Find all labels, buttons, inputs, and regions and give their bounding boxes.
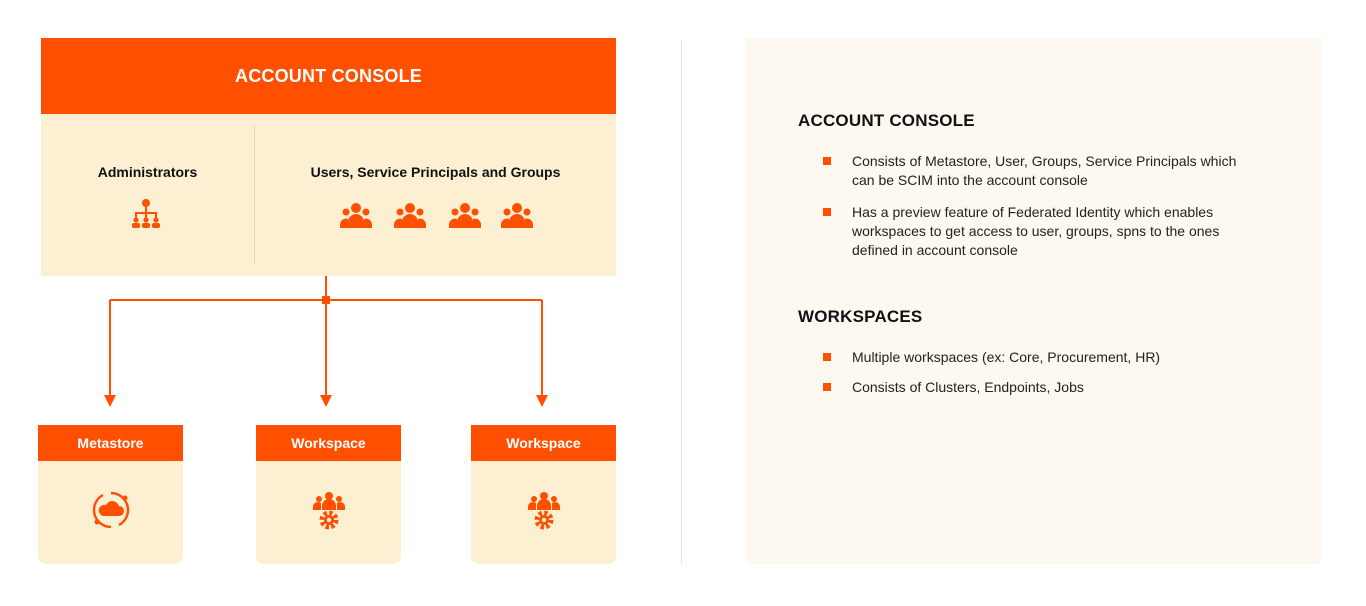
workspaces-item: Consists of Clusters, Endpoints, Jobs [852,379,1084,395]
workspace-body [256,461,401,564]
team-gear-icon [524,490,564,535]
metastore-body [38,461,183,564]
workspaces-heading: WORKSPACES [798,307,923,326]
workspace-header: Workspace [471,425,616,461]
workspace-box: Workspace [256,425,401,564]
bullet-marker [823,383,831,391]
bullet-marker [823,208,831,216]
account-console-divider [254,126,255,264]
bullet-marker [823,353,831,361]
panel-divider [681,40,682,564]
account-console-title: ACCOUNT CONSOLE [235,65,422,86]
arrowhead [104,395,116,407]
group-icon [449,202,481,230]
group-icon [394,202,426,230]
group-icon [501,202,533,230]
hierarchy-icon [129,197,163,231]
workspace-label: Workspace [291,435,366,451]
users-groups-label: Users, Service Principals and Groups [310,164,561,180]
metastore-box: Metastore [38,425,183,564]
account-console-header: ACCOUNT CONSOLE [41,38,616,114]
bullet-marker [823,157,831,165]
workspace-body [471,461,616,564]
workspace-label: Workspace [506,435,581,451]
metastore-header: Metastore [38,425,183,461]
team-gear-icon [309,490,349,535]
cloud-sync-icon [91,490,131,535]
metastore-label: Metastore [77,435,144,451]
workspaces-item: Multiple workspaces (ex: Core, Procureme… [852,349,1161,365]
account-console-heading: ACCOUNT CONSOLE [798,111,975,130]
account-console-body [41,114,616,276]
administrators-label: Administrators [97,164,198,180]
workspace-box: Workspace [471,425,616,564]
arrowhead [536,395,548,407]
workspace-header: Workspace [256,425,401,461]
account-item: Has a preview feature of Federated Ident… [852,204,1220,258]
description-panel [746,38,1321,564]
account-item: Consists of Metastore, User, Groups, Ser… [852,153,1237,188]
arrowhead [320,395,332,407]
group-icon [340,202,372,230]
